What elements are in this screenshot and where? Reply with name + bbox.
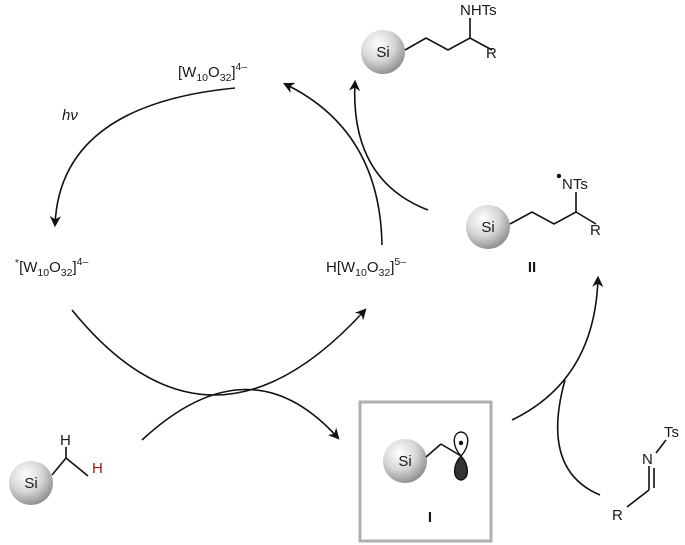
II-compound-label: II bbox=[528, 259, 536, 276]
excited-state-catalyst-label: *[W10O32]4– bbox=[15, 256, 88, 279]
p-orbital-lower-lobe bbox=[453, 454, 469, 481]
ground-state-catalyst-label: [W10O32]4– bbox=[178, 61, 247, 84]
silica-label: Si bbox=[398, 453, 411, 470]
arrow-imine-addition bbox=[556, 379, 601, 496]
arrow-substrate-to-I bbox=[141, 388, 340, 441]
silica-label: Si bbox=[376, 44, 389, 61]
light-label: hν bbox=[62, 107, 78, 124]
substrate-h-abstracted: H bbox=[92, 460, 103, 477]
intermediate-I-structure: Si I bbox=[358, 400, 493, 543]
product-r-label: R bbox=[486, 45, 497, 62]
silica-sphere bbox=[383, 439, 427, 483]
intermediate-I-box bbox=[358, 400, 493, 543]
silica-sphere bbox=[466, 205, 510, 249]
arrow-excited-to-reduced bbox=[71, 308, 367, 396]
I-bond-1 bbox=[425, 443, 442, 458]
I-bond-2 bbox=[440, 443, 462, 457]
radical-dot bbox=[458, 440, 464, 446]
imine-nts-bond bbox=[655, 439, 667, 454]
product-chain-bonds bbox=[404, 37, 493, 51]
arrow-ground-to-excited bbox=[49, 87, 236, 228]
I-compound-label: I bbox=[428, 509, 432, 526]
II-chain-bonds bbox=[509, 211, 597, 225]
arrow-II-to-product bbox=[348, 79, 429, 211]
imine-n-label: N bbox=[642, 451, 653, 468]
imine-ts-label: Ts bbox=[664, 424, 679, 441]
substrate-bond-2 bbox=[65, 457, 89, 477]
imine-r-bond bbox=[626, 489, 650, 508]
product-nhts-label: NHTs bbox=[460, 2, 497, 19]
silica-label: Si bbox=[24, 475, 37, 492]
silica-sphere bbox=[361, 30, 405, 74]
silica-label: Si bbox=[481, 219, 494, 236]
substrate-bond-1 bbox=[51, 457, 67, 476]
imine-r-label: R bbox=[612, 507, 623, 524]
intermediate-II-structure: Si NTs R II bbox=[466, 173, 601, 276]
substrate-structure: Si H H bbox=[9, 432, 103, 505]
II-nts-label: NTs bbox=[562, 176, 588, 193]
substrate-h-top: H bbox=[60, 432, 71, 449]
product-structure: Si NHTs R bbox=[361, 2, 497, 74]
silica-sphere bbox=[9, 461, 53, 505]
imine-structure: N Ts R bbox=[612, 424, 679, 524]
arrow-I-to-II bbox=[511, 275, 604, 421]
II-r-label: R bbox=[590, 222, 601, 239]
nitrogen-radical-dot bbox=[556, 173, 562, 179]
reduced-catalyst-label: H[W10O32]5– bbox=[326, 256, 406, 279]
arrow-reduced-to-ground bbox=[282, 82, 383, 246]
